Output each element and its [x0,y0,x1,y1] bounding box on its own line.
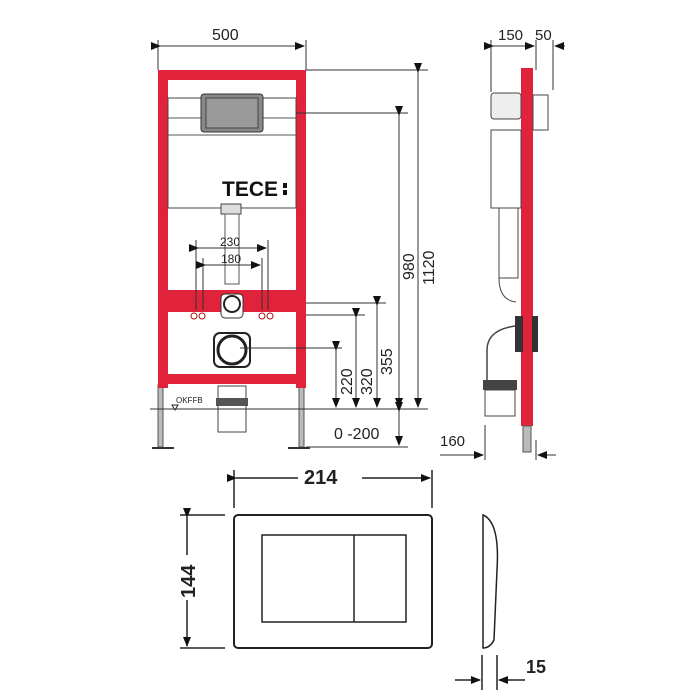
frame-right-rail [296,70,306,388]
dim-flush-height: 320 [359,368,376,395]
flush-plate-side [482,513,499,649]
plate-dimensions [180,470,525,690]
frame-bottom-rail [168,374,296,384]
frame-top-rail [158,70,306,80]
dim-drain-height: 220 [339,368,356,395]
dim-plate-height: 144 [178,564,200,598]
dim-leg-adjust: 0 -200 [334,426,379,443]
dim-bolt-outer: 230 [220,235,240,249]
dim-plate-thickness: 15 [526,657,546,677]
frame-left-rail [158,70,168,388]
dim-inlet-height: 355 [379,348,396,375]
side-view [483,68,549,453]
front-dimensions [150,40,428,448]
brand-logo: TECE [222,178,278,201]
side-dimensions [440,40,565,460]
dim-plate-width: 214 [304,467,338,489]
dim-side-panel: 50 [535,27,552,44]
dim-bolt-inner: 180 [221,252,241,266]
dim-width: 500 [212,27,239,44]
flush-plate [233,513,499,649]
floor-label: OKFFB [176,396,203,405]
dim-side-depth: 150 [498,27,523,44]
dim-total-height: 1120 [421,250,438,285]
dim-drain-depth: 160 [440,433,465,450]
dim-cistern-height: 980 [401,253,418,280]
front-view: TECE OKFFB [152,70,310,449]
